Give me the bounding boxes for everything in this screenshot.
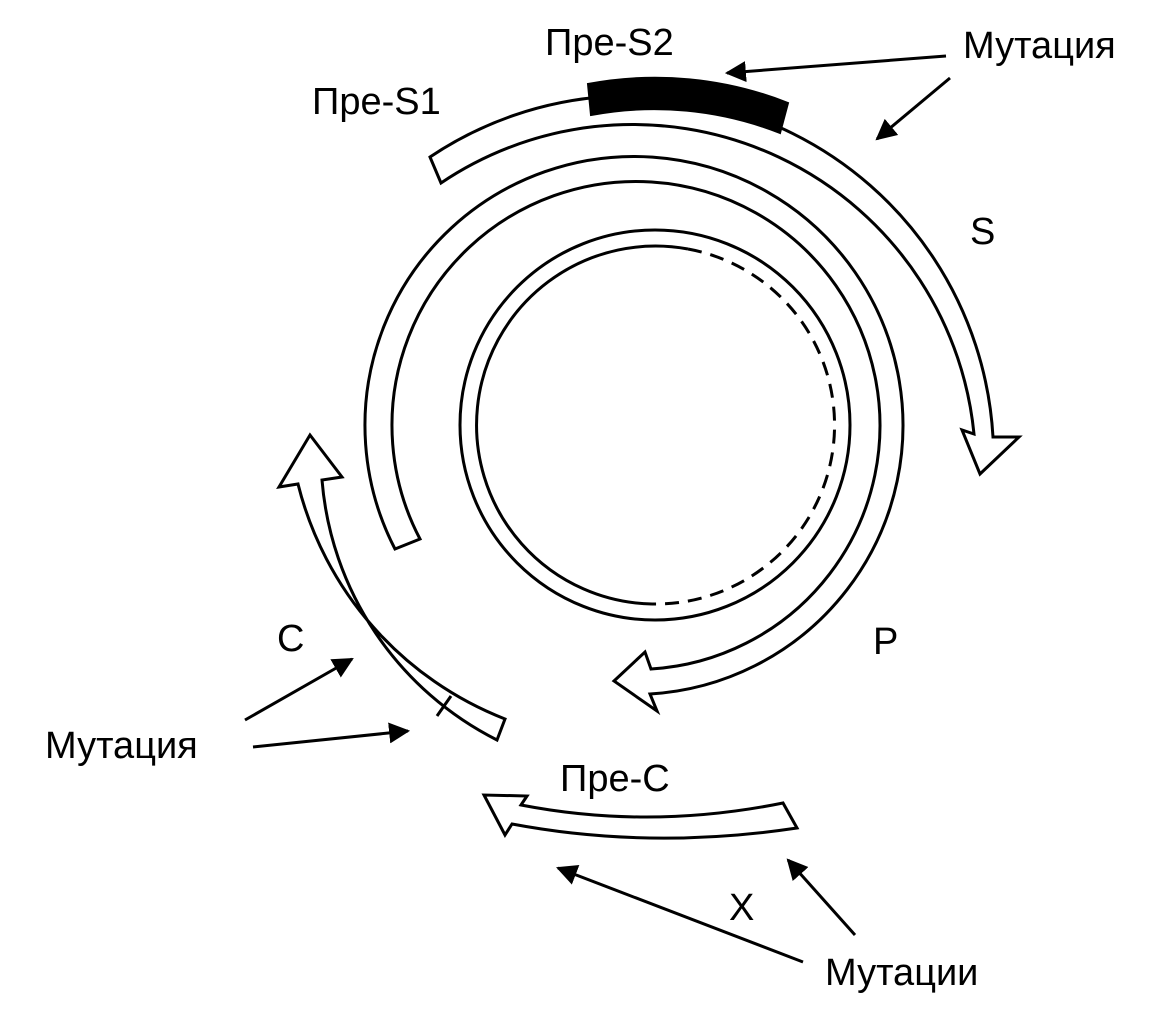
label-mutation-top: Мутация (963, 25, 1116, 67)
gene-p-arrow (363, 155, 905, 716)
mutation-arrow-c-lower (252, 722, 411, 749)
mutation-arrow-x-left (556, 864, 804, 964)
c-mutation-divider (435, 695, 453, 717)
gene-x-arrow (481, 793, 800, 840)
label-s: S (970, 211, 995, 253)
label-pre-c: Пре-С (560, 758, 670, 800)
label-p: P (873, 621, 898, 663)
mutation-arrow-s (875, 76, 951, 141)
label-pre-s1: Пре-S1 (312, 81, 441, 123)
dna-inner-strand-solid (475, 244, 689, 606)
label-x: X (729, 887, 754, 929)
label-pre-s2: Пре-S2 (545, 22, 674, 64)
mutation-arrow-c-upper (244, 657, 354, 722)
mutation-arrow-pre-s2 (724, 54, 947, 83)
label-c: C (277, 618, 304, 660)
label-mutation-left: Мутация (45, 725, 198, 767)
dna-outer-strand (458, 228, 852, 622)
gene-c-arrow (276, 432, 507, 743)
pre-s2-region (586, 76, 790, 135)
mutation-arrow-x-right (786, 858, 857, 936)
dna-inner-strand-dashed (651, 247, 837, 606)
label-mutations-bottom: Мутации (825, 952, 978, 994)
